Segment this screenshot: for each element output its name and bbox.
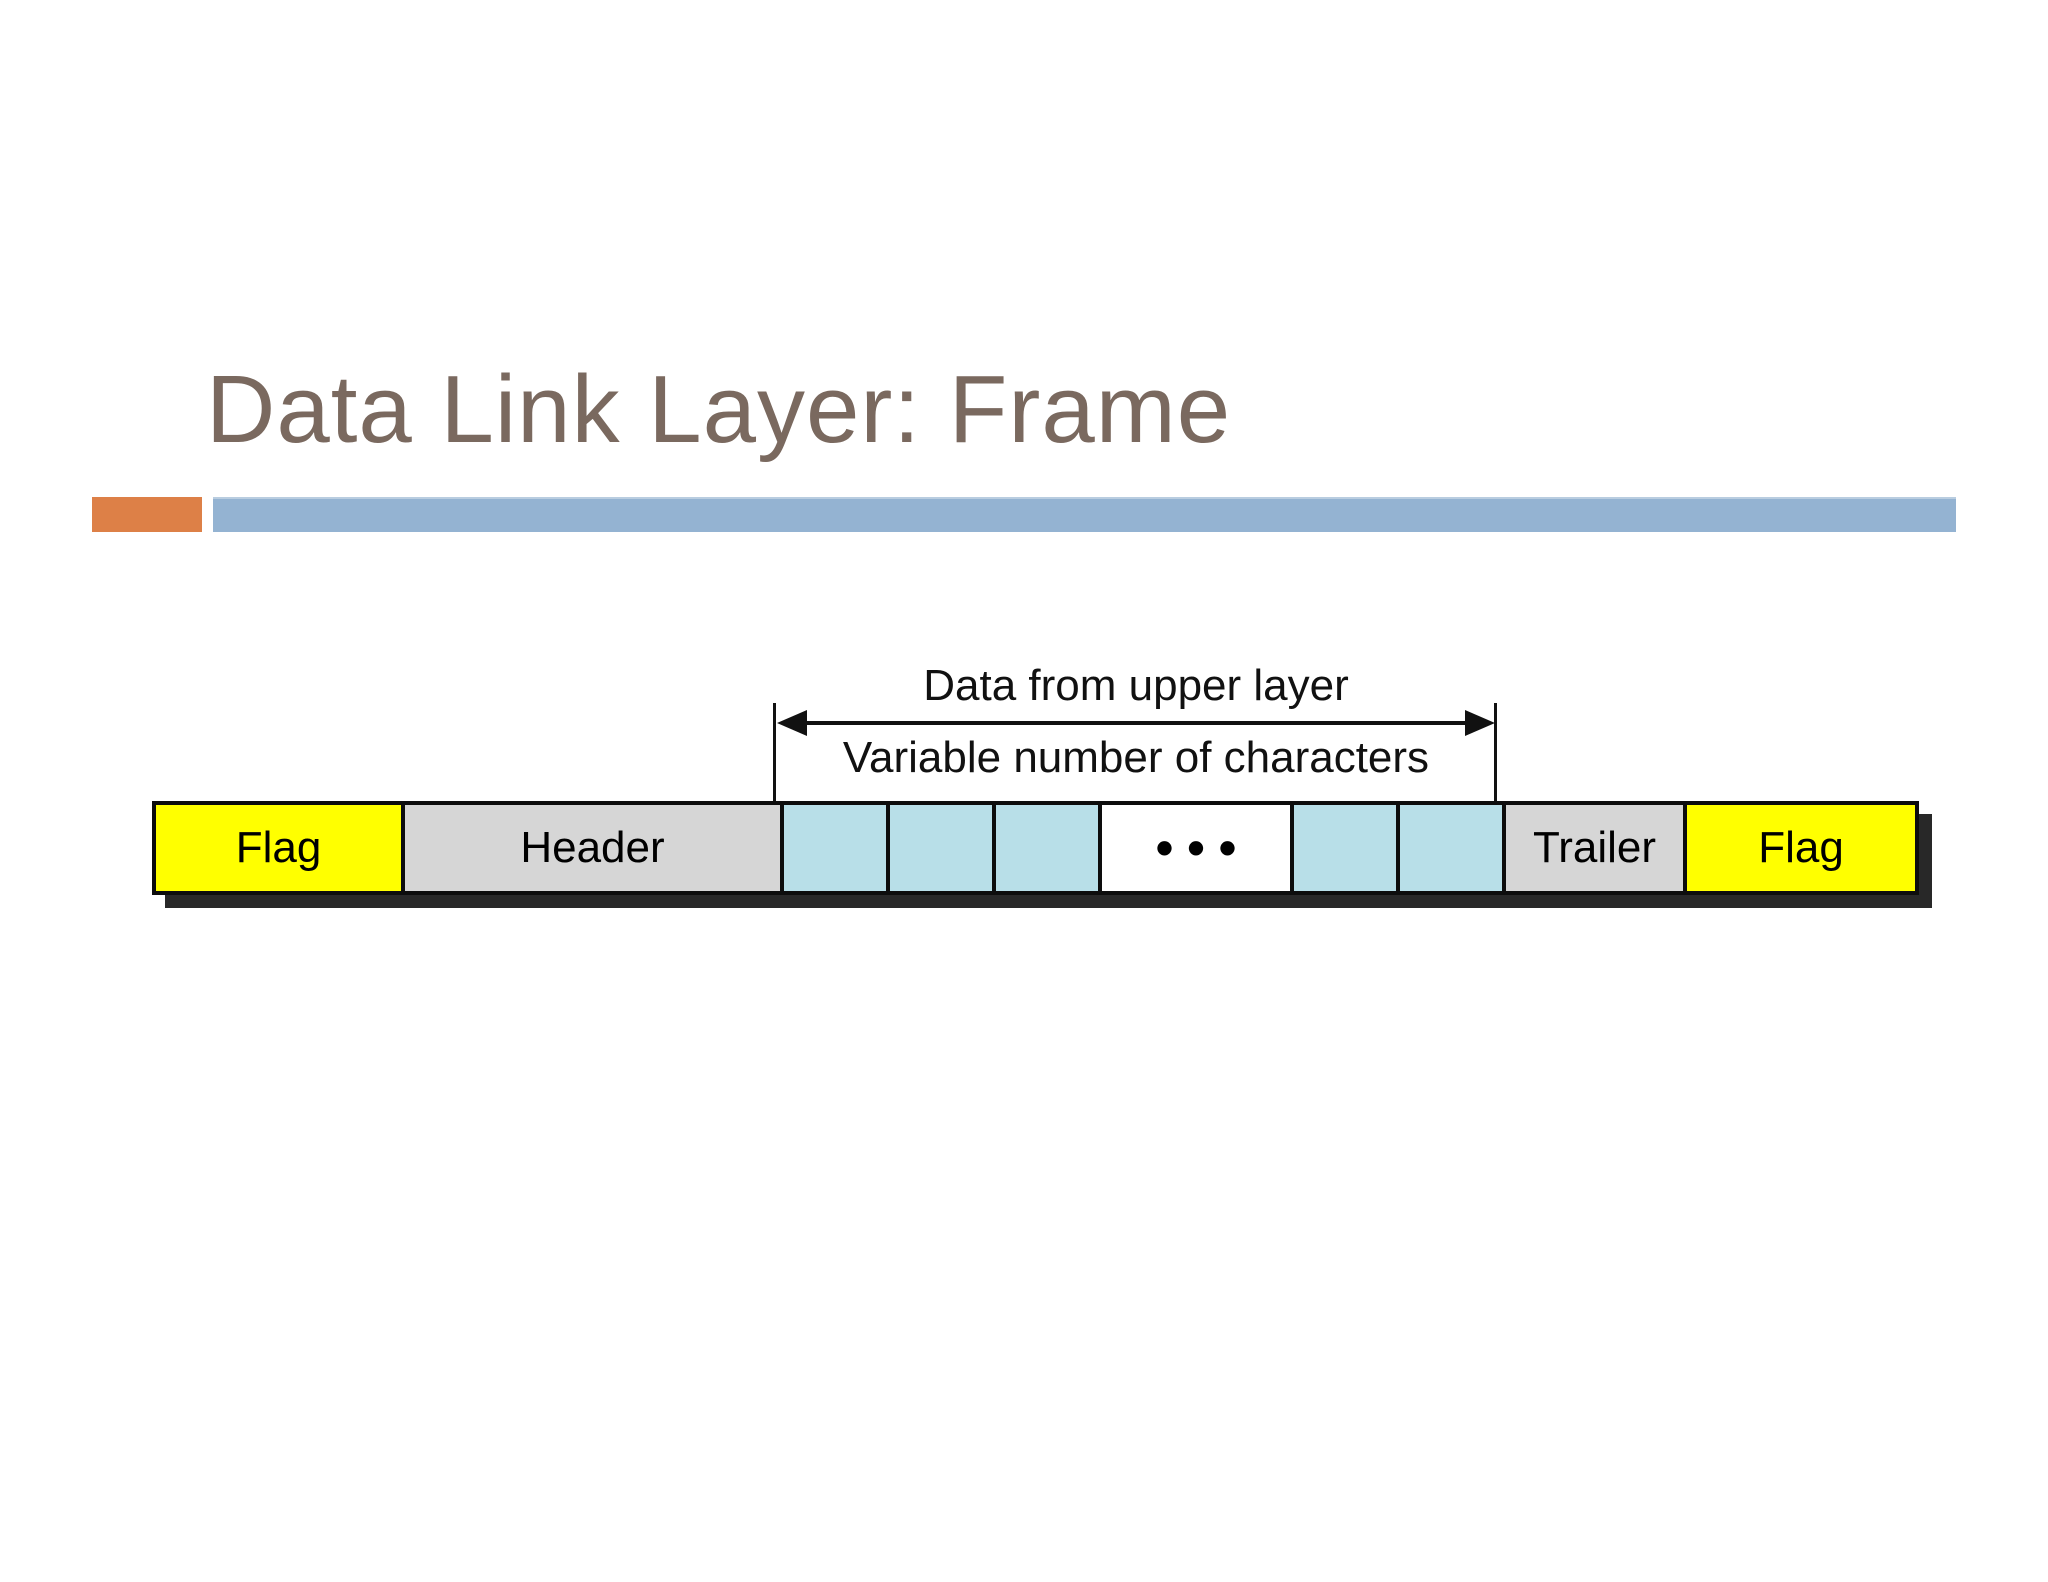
page-title: Data Link Layer: Frame	[206, 356, 1232, 463]
annotation-variable-number-of-characters: Variable number of characters	[842, 733, 1430, 782]
span-arrow	[777, 710, 1495, 736]
cell-data-2	[886, 805, 992, 891]
arrowhead-left-icon	[777, 710, 807, 736]
cell-ellipsis-dots: •••	[1098, 805, 1290, 891]
cell-header: Header	[401, 805, 780, 891]
annotation-data-from-upper-layer: Data from upper layer	[923, 661, 1349, 710]
extent-tick-right	[1494, 703, 1497, 801]
cell-flag-right: Flag	[1683, 805, 1915, 891]
accent-bar-orange	[92, 497, 202, 532]
cell-data-3	[992, 805, 1098, 891]
cell-flag-left: Flag	[156, 805, 401, 891]
cell-trailer: Trailer	[1502, 805, 1683, 891]
frame-bar: Flag Header ••• Trailer Flag	[152, 801, 1919, 895]
extent-tick-left	[773, 703, 776, 801]
arrowhead-right-icon	[1465, 710, 1495, 736]
accent-bar-blue	[213, 497, 1956, 532]
cell-data-5	[1396, 805, 1502, 891]
cell-data-1	[780, 805, 886, 891]
cell-data-4	[1290, 805, 1396, 891]
